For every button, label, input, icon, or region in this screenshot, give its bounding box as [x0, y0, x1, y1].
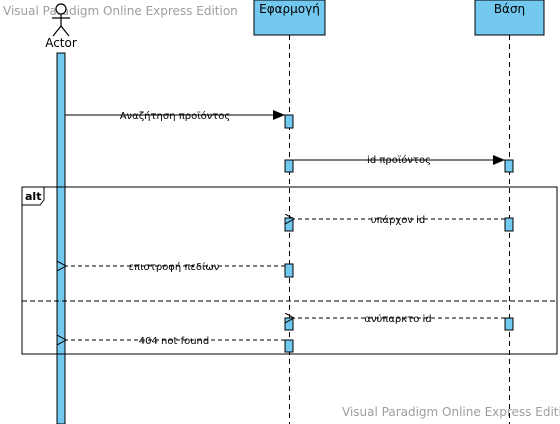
message-product-id-label: id προϊόντος	[367, 154, 431, 166]
return-fields[interactable]: επιστροφή πεδίων	[66, 261, 285, 273]
message-search[interactable]: Αναζήτηση προϊόντος	[65, 110, 285, 122]
actor-label: Actor	[45, 36, 77, 50]
app-activation-4[interactable]	[284, 263, 294, 278]
watermark-bottom: Visual Paradigm Online Express Edition	[342, 405, 560, 419]
return-existing-id-label: υπάρχον id	[371, 214, 426, 226]
message-search-label: Αναζήτηση προϊόντος	[120, 110, 231, 122]
actor-activation-bar[interactable]	[56, 52, 66, 424]
app-activation-3[interactable]	[284, 217, 294, 232]
db-activation-2[interactable]	[504, 217, 514, 232]
return-nonexistent-id-label: ανύπαρκτο id	[364, 313, 431, 325]
return-nonexistent-id[interactable]: ανύπαρκτο id	[294, 313, 505, 325]
lifeline-head-app[interactable]: Εφαρμογή	[253, 0, 326, 36]
actor-icon[interactable]	[52, 3, 70, 37]
db-activation-1[interactable]	[504, 159, 514, 173]
watermark-top: Visual Paradigm Online Express Edition	[3, 4, 238, 18]
app-activation-5[interactable]	[284, 317, 294, 331]
message-product-id[interactable]: id προϊόντος	[293, 154, 505, 166]
db-activation-3[interactable]	[504, 317, 514, 331]
alt-operator-label: alt	[25, 190, 41, 203]
app-activation-6[interactable]	[284, 339, 294, 353]
app-activation-2[interactable]	[284, 159, 294, 173]
lifeline-app-label: Εφαρμογή	[259, 2, 320, 16]
return-not-found-label: 404 not found	[139, 336, 209, 347]
alt-fragment[interactable]: alt	[21, 186, 558, 355]
return-not-found[interactable]: 404 not found	[66, 336, 285, 347]
lifeline-db-label: Βάση	[494, 2, 525, 16]
app-activation-1[interactable]	[284, 114, 294, 129]
return-existing-id[interactable]: υπάρχον id	[294, 214, 505, 226]
return-fields-label: επιστροφή πεδίων	[129, 261, 220, 273]
lifeline-head-db[interactable]: Βάση	[474, 0, 545, 36]
